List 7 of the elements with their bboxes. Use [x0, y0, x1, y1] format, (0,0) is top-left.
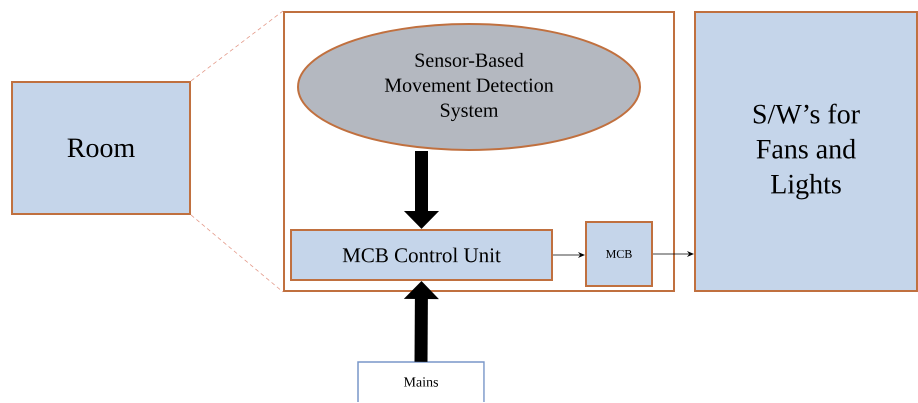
- dashed-line: [190, 10, 284, 82]
- process-box: MCB: [585, 220, 653, 287]
- dashed-line: [190, 214, 284, 292]
- source-box: Mains: [357, 361, 485, 402]
- process-box: S/W’s for Fans and Lights: [694, 11, 918, 292]
- process-box: MCB Control Unit: [290, 228, 553, 281]
- process-box: Room: [11, 81, 191, 215]
